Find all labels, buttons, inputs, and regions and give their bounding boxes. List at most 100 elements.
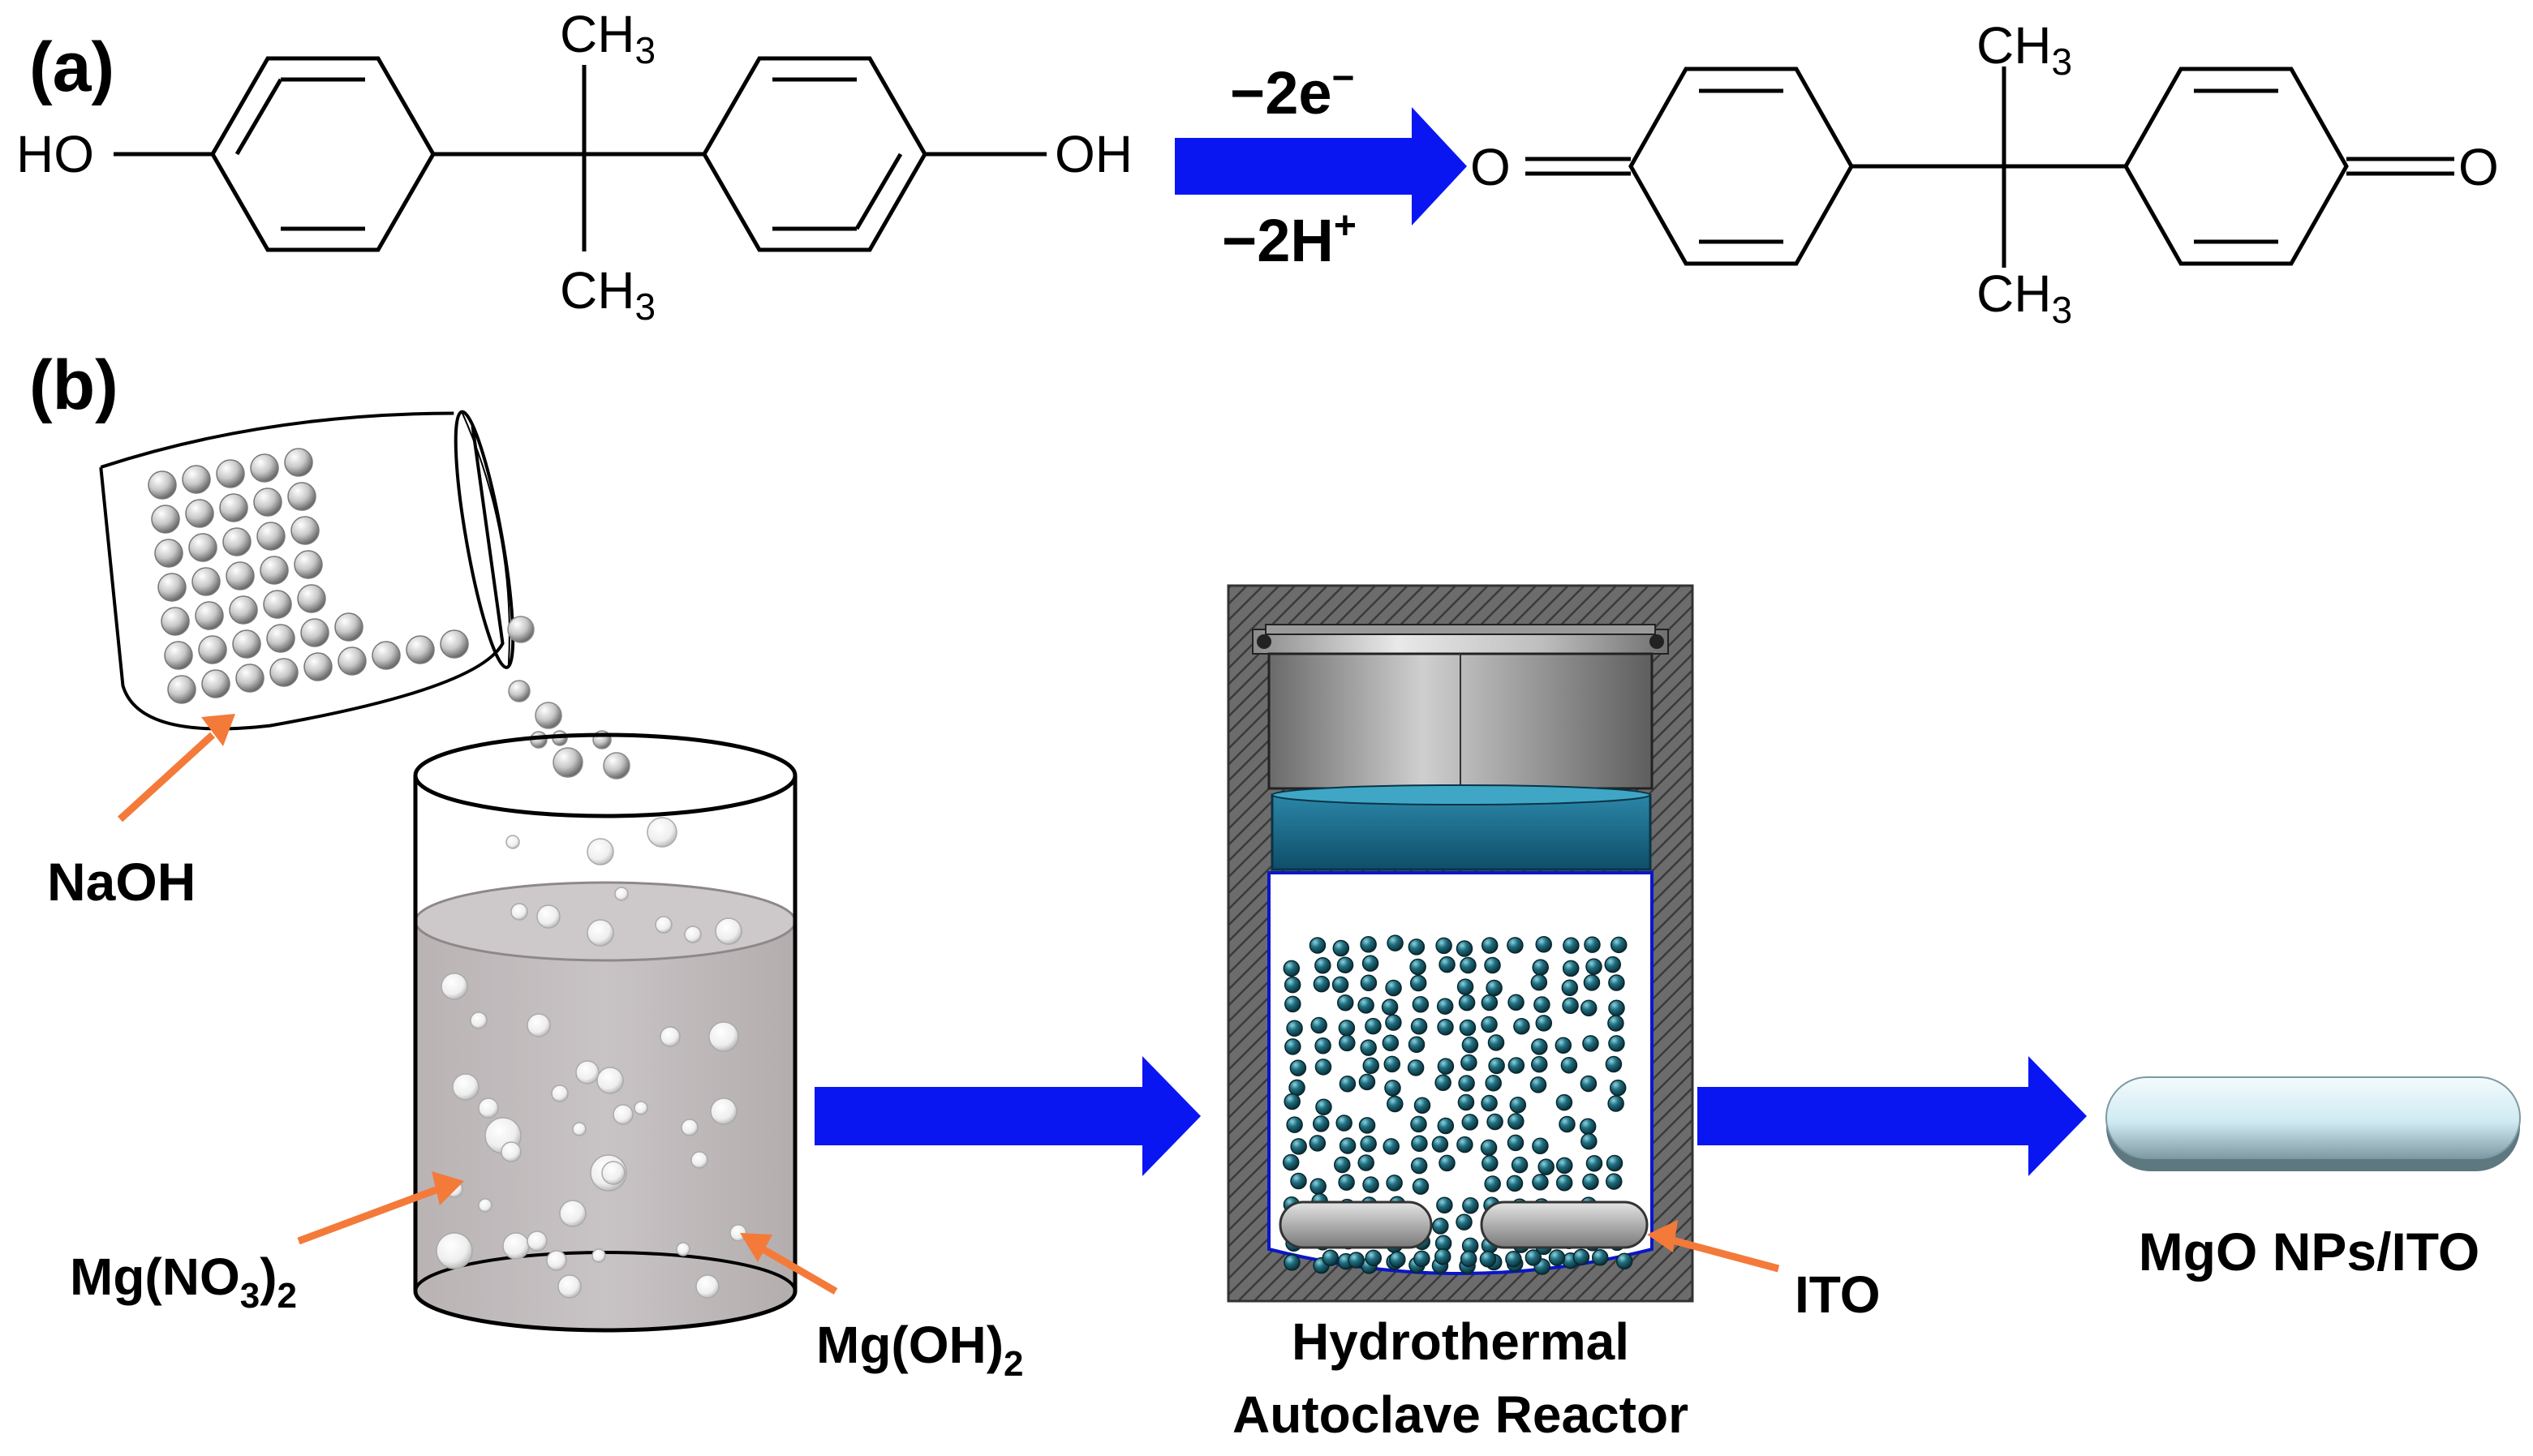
nanoparticle bbox=[1481, 1094, 1498, 1112]
bubble bbox=[708, 1021, 739, 1052]
nanoparticle bbox=[1563, 937, 1580, 954]
bubble bbox=[684, 926, 702, 943]
nanoparticle bbox=[1482, 1154, 1499, 1172]
nanoparticle bbox=[1462, 1196, 1479, 1214]
falling-pellet bbox=[535, 702, 562, 729]
nanoparticle bbox=[1309, 937, 1327, 954]
nanoparticle bbox=[1362, 1057, 1379, 1074]
nanoparticle bbox=[1384, 1080, 1401, 1097]
nanoparticle bbox=[1439, 1154, 1456, 1172]
nanoparticle bbox=[1284, 1093, 1301, 1110]
nanoparticle bbox=[1289, 1059, 1307, 1076]
nanoparticle bbox=[1487, 1034, 1505, 1051]
nanoparticle bbox=[1507, 937, 1524, 954]
nanoparticle bbox=[1456, 1136, 1473, 1153]
mg-nitrate-label: Mg(NO3)2 bbox=[70, 1248, 297, 1316]
nanoparticle bbox=[1530, 973, 1548, 991]
nanoparticle bbox=[1610, 936, 1628, 954]
naoh-pointer-arrow bbox=[117, 714, 235, 822]
nanoparticle bbox=[1409, 974, 1427, 992]
nanoparticle bbox=[1315, 1098, 1332, 1116]
nanoparticle bbox=[1432, 1218, 1449, 1235]
naoh-pellet bbox=[216, 459, 245, 488]
nanoparticle bbox=[1381, 999, 1399, 1016]
nanoparticle bbox=[1360, 1039, 1377, 1056]
quinone-product-structure bbox=[1525, 67, 2454, 268]
nanoparticle bbox=[1488, 1057, 1505, 1075]
nanoparticle bbox=[1387, 934, 1404, 951]
nanoparticle bbox=[1434, 1074, 1451, 1092]
nanoparticle bbox=[1383, 1138, 1400, 1155]
nanoparticle bbox=[1335, 1115, 1353, 1132]
nanoparticle bbox=[1334, 1156, 1351, 1174]
bubble bbox=[557, 1274, 582, 1299]
bubble bbox=[536, 904, 561, 929]
product-methyl-bottom: CH3 bbox=[1976, 264, 2072, 331]
naoh-pellet bbox=[235, 664, 264, 693]
bubble bbox=[690, 1151, 708, 1169]
nanoparticle bbox=[1580, 999, 1598, 1016]
nanoparticle bbox=[1562, 960, 1580, 977]
product-right-oxygen: O bbox=[2458, 138, 2499, 196]
naoh-pellet bbox=[334, 612, 363, 642]
reactant-right-ring bbox=[702, 56, 927, 252]
nanoparticle bbox=[1383, 1055, 1401, 1073]
nanoparticle bbox=[1486, 1113, 1503, 1131]
naoh-pellet bbox=[154, 539, 183, 568]
nanoparticle bbox=[1286, 1020, 1303, 1037]
nanoparticle bbox=[1608, 974, 1625, 991]
nanoparticle bbox=[1585, 1154, 1603, 1172]
bubble bbox=[436, 1232, 473, 1269]
naoh-pellet bbox=[161, 607, 190, 636]
nanoparticle bbox=[1579, 1118, 1597, 1136]
naoh-pellet bbox=[219, 493, 248, 522]
nanoparticle bbox=[1460, 1250, 1477, 1268]
nanoparticle bbox=[1284, 995, 1301, 1013]
nanoparticle bbox=[1529, 1076, 1547, 1093]
nanoparticle bbox=[1481, 994, 1499, 1011]
reactant-methyl-bottom: CH3 bbox=[560, 261, 656, 328]
nanoparticle bbox=[1560, 1056, 1578, 1074]
nanoparticle bbox=[1507, 1134, 1525, 1152]
nanoparticle bbox=[1532, 959, 1549, 976]
nanoparticle bbox=[1437, 1019, 1454, 1036]
nanoparticle bbox=[1460, 1054, 1477, 1072]
nanoparticle bbox=[1439, 956, 1456, 973]
nanoparticle bbox=[1365, 1017, 1382, 1035]
nanoparticle bbox=[1530, 1055, 1548, 1073]
nanoparticle bbox=[1555, 1037, 1572, 1054]
nanoparticle bbox=[1533, 996, 1550, 1013]
arrow-electron-label: −2e− bbox=[1230, 57, 1355, 127]
nanoparticle bbox=[1410, 1157, 1428, 1175]
nanoparticle bbox=[1435, 937, 1452, 955]
nanoparticle bbox=[1387, 1095, 1404, 1113]
naoh-pellets bbox=[148, 448, 469, 704]
nanoparticle bbox=[1584, 936, 1601, 953]
nanoparticle bbox=[1357, 997, 1374, 1014]
nanoparticle bbox=[1458, 994, 1476, 1011]
nanoparticle bbox=[1361, 955, 1379, 972]
nanoparticle bbox=[1562, 997, 1579, 1014]
naoh-pellet bbox=[266, 624, 295, 653]
nanoparticle bbox=[1336, 994, 1354, 1011]
nanoparticle bbox=[1411, 1135, 1428, 1153]
nanoparticle bbox=[1434, 1248, 1451, 1265]
oxidation-arrow bbox=[1175, 107, 1467, 225]
bubble bbox=[591, 1248, 606, 1263]
product-left-oxygen: O bbox=[1470, 138, 1511, 196]
naoh-pellet bbox=[284, 448, 313, 477]
bubble bbox=[587, 919, 614, 947]
naoh-pellet bbox=[201, 669, 230, 698]
nanoparticle bbox=[1436, 998, 1454, 1015]
nanoparticle bbox=[1412, 995, 1430, 1013]
mg-hydroxide-label: Mg(OH)2 bbox=[816, 1316, 1024, 1384]
nanoparticle bbox=[1312, 1115, 1330, 1132]
naoh-pellet bbox=[222, 527, 252, 556]
naoh-pellet bbox=[226, 561, 255, 591]
product-left-ring bbox=[1628, 67, 1854, 266]
nanoparticle bbox=[1288, 1079, 1305, 1097]
nanoparticle bbox=[1484, 1175, 1501, 1192]
nanoparticle bbox=[1286, 1116, 1303, 1133]
bubble bbox=[655, 916, 673, 934]
